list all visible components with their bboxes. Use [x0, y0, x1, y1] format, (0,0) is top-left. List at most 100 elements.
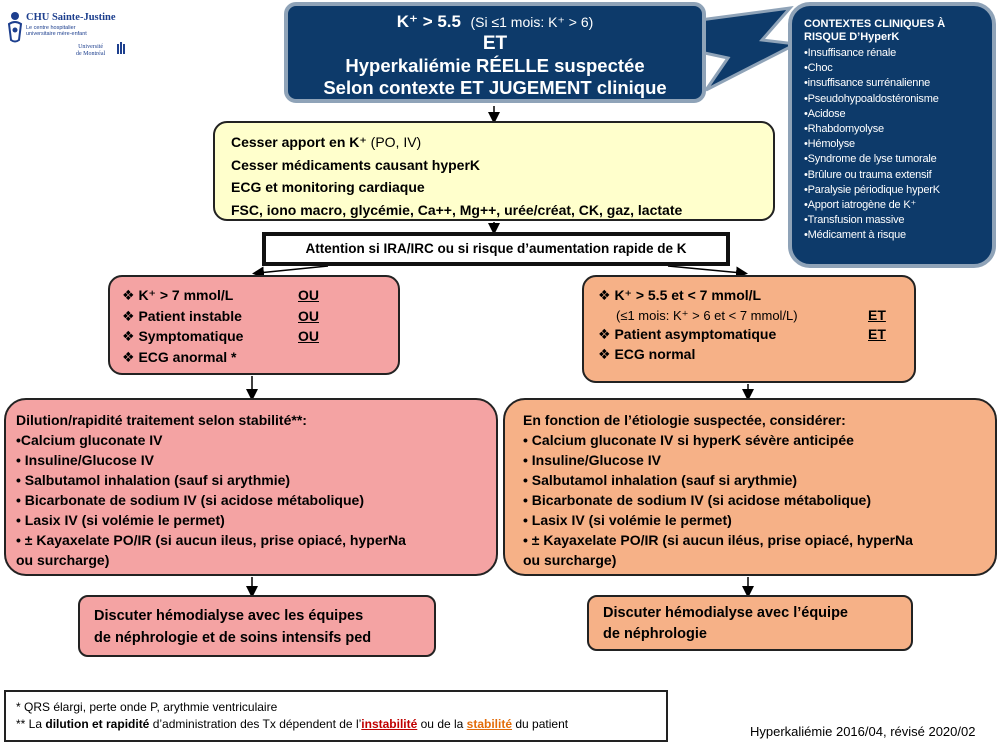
list-item: • Salbutamol inhalation (sauf si arythmi… — [523, 472, 798, 488]
context-title-1: CONTEXTES CLINIQUES À — [804, 18, 946, 30]
context-title: CONTEXTES CLINIQUES À RISQUE D’HyperK — [804, 18, 992, 44]
list-item: • Insuline/Glucose IV — [523, 452, 661, 468]
threshold-line: K⁺ > 5.5 (Si ≤1 mois: K⁺ > 6) — [288, 12, 702, 32]
stable-line-2-text: (≤1 mois: K⁺ > 6 et < 7 mmol/L) — [616, 307, 798, 323]
list-item: • Salbutamol inhalation (sauf si arythmi… — [16, 472, 291, 488]
university-line-1: Université — [78, 44, 104, 50]
list-item: •Pseudohypoaldostéronisme — [804, 92, 939, 105]
stable-line-1: ❖ K⁺ > 5.5 et < 7 mmol/L — [598, 287, 762, 303]
stable-criteria-box: ❖ K⁺ > 5.5 et < 7 mmol/L (≤1 mois: K⁺ > … — [582, 275, 916, 383]
stable-line-3: ❖ Patient asymptomatique ET — [598, 325, 914, 345]
stable-dialysis-line-1: Discuter hémodialyse avec l’équipe — [603, 605, 848, 621]
logo-tagline-2: universitaire mère-enfant — [26, 31, 87, 37]
initial-line-1: Cesser apport en K⁺ (PO, IV) — [231, 131, 773, 154]
university-emblem-icon — [117, 42, 125, 54]
list-item: • Insuline/Glucose IV — [16, 452, 154, 468]
list-item: • ± Kayaxelate PO/IR (si aucun iléus, pr… — [523, 532, 913, 548]
unstable-treatment-title: Dilution/rapidité traitement selon stabi… — [16, 412, 307, 428]
chu-logo: CHU Sainte-Justine Le centre hospitalier… — [4, 6, 134, 66]
footnote-2-bold: dilution et rapidité — [45, 717, 150, 731]
list-item: •Hémolyse — [804, 138, 855, 151]
list-item: •Brûlure ou trauma extensif — [804, 168, 932, 181]
chu-logo-icon — [7, 12, 23, 43]
list-item: •Transfusion massive — [804, 214, 905, 227]
university-logo: Université de Montréal — [76, 44, 105, 58]
footnote-1: * QRS élargi, perte onde P, arythmie ven… — [16, 700, 278, 714]
list-item: • Bicarbonate de sodium IV (si acidose m… — [16, 492, 364, 508]
context-title-2: RISQUE D’HyperK — [804, 31, 900, 43]
list-item: •Choc — [804, 62, 833, 75]
stable-line-2: (≤1 mois: K⁺ > 6 et < 7 mmol/L) ET — [598, 306, 914, 326]
unstable-item: ❖ ECG anormal * — [122, 347, 398, 368]
footnotes-box: * QRS élargi, perte onde P, arythmie ven… — [4, 690, 668, 742]
list-item: • Lasix IV (si volémie le permet) — [523, 512, 732, 528]
list-item: •Paralysie périodique hyperK — [804, 183, 940, 196]
list-item: •Insuffisance rénale — [804, 47, 896, 59]
criteria-box: K⁺ > 5.5 (Si ≤1 mois: K⁺ > 6) ET Hyperka… — [284, 2, 706, 103]
list-item: •insuffisance surrénalienne — [804, 77, 931, 90]
footnote-2: ** La dilution et rapidité d’administrat… — [16, 716, 666, 733]
unstable-item-tag: OU — [298, 328, 319, 344]
unstable-item: ❖ Patient instable OU — [122, 306, 398, 327]
context-label: Selon contexte ET JUGEMENT clinique — [323, 77, 667, 98]
footnote-2-instability: instabilité — [361, 717, 418, 731]
unstable-item-text: ❖ ECG anormal * — [122, 348, 237, 365]
stable-dialysis-box: Discuter hémodialyse avec l’équipe de né… — [587, 595, 913, 651]
stable-treatment-title: En fonction de l’étiologie suspectée, co… — [523, 412, 846, 428]
logo-tagline-1: Le centre hospitalier — [26, 25, 76, 31]
list-item: •Médicament à risque — [804, 229, 906, 242]
list-item: •Acidose — [804, 107, 846, 120]
unstable-dialysis-line-2: de néphrologie et de soins intensifs ped — [94, 630, 372, 646]
initial-line-1-normal: (PO, IV) — [366, 134, 422, 150]
arrow-attention-left — [252, 265, 329, 279]
footnote-2-part: d’administration des Tx dépendent de l’ — [149, 717, 362, 731]
stable-line-4: ❖ ECG normal — [598, 345, 696, 362]
list-item: •Rhabdomyolyse — [804, 123, 884, 136]
list-item: •Calcium gluconate IV — [16, 432, 163, 448]
unstable-dialysis-line-1: Discuter hémodialyse avec les équipes — [94, 608, 364, 624]
unstable-item-text: ❖ K⁺ > 7 mmol/L — [122, 287, 234, 303]
footnote-2-part: ou de la — [417, 717, 467, 731]
unstable-item-text: ❖ Symptomatique — [122, 328, 244, 344]
context-list: •Insuffisance rénale •Choc •insuffisance… — [804, 46, 992, 244]
stable-line-2-tag: ET — [868, 306, 886, 323]
list-item: ou surcharge) — [523, 552, 617, 568]
unstable-item-tag: OU — [298, 307, 319, 324]
stable-treatment-box: En fonction de l’étiologie suspectée, co… — [503, 398, 997, 576]
list-item: •Syndrome de lyse tumorale — [804, 153, 937, 166]
list-item: ou surcharge) — [16, 552, 110, 568]
attention-box: Attention si IRA/IRC ou si risque d’aume… — [262, 232, 730, 266]
logo-tagline: Le centre hospitalier universitaire mère… — [26, 25, 87, 37]
revision-date: Hyperkaliémie 2016/04, révisé 2020/02 — [750, 724, 976, 739]
unstable-item-text: ❖ Patient instable — [122, 307, 242, 324]
callout-bolt — [698, 5, 802, 92]
unstable-item-tag: OU — [298, 287, 319, 303]
footnote-2-part: du patient — [512, 717, 569, 731]
initial-line-3: ECG et monitoring cardiaque — [231, 179, 425, 195]
and-label: ET — [482, 33, 508, 54]
unstable-item: ❖ K⁺ > 7 mmol/L OU — [122, 285, 398, 306]
initial-line-4: FSC, iono macro, glycémie, Ca++, Mg++, u… — [231, 201, 683, 218]
footnote-2-stability: stabilité — [466, 717, 513, 731]
logo-name: CHU Sainte-Justine — [26, 12, 116, 23]
threshold-note: (Si ≤1 mois: K⁺ > 6) — [470, 14, 594, 30]
initial-line-1-bold: Cesser apport en K⁺ — [231, 134, 367, 150]
initial-actions-box: Cesser apport en K⁺ (PO, IV) Cesser médi… — [213, 121, 775, 221]
unstable-item: ❖ Symptomatique OU — [122, 326, 398, 347]
university-line-2: de Montréal — [76, 51, 106, 57]
arrow-attention-right — [667, 265, 748, 279]
stable-dialysis-line-2: de néphrologie — [603, 626, 707, 642]
initial-line-2: Cesser médicaments causant hyperK — [231, 156, 480, 173]
unstable-dialysis-box: Discuter hémodialyse avec les équipes de… — [78, 595, 436, 657]
stable-line-3-tag: ET — [868, 326, 886, 342]
list-item: • ± Kayaxelate PO/IR (si aucun ileus, pr… — [16, 532, 406, 548]
list-item: • Lasix IV (si volémie le permet) — [16, 512, 225, 528]
unstable-treatment-box: Dilution/rapidité traitement selon stabi… — [4, 398, 498, 576]
threshold-value: K⁺ > 5.5 — [396, 12, 461, 31]
stable-line-3-text: ❖ Patient asymptomatique — [598, 326, 777, 342]
clinical-context-box: CONTEXTES CLINIQUES À RISQUE D’HyperK •I… — [788, 2, 996, 268]
footnote-2-part: ** La — [16, 717, 46, 731]
list-item: •Apport iatrogène de K⁺ — [804, 199, 917, 212]
suspected-label: Hyperkaliémie RÉELLE suspectée — [345, 55, 645, 76]
